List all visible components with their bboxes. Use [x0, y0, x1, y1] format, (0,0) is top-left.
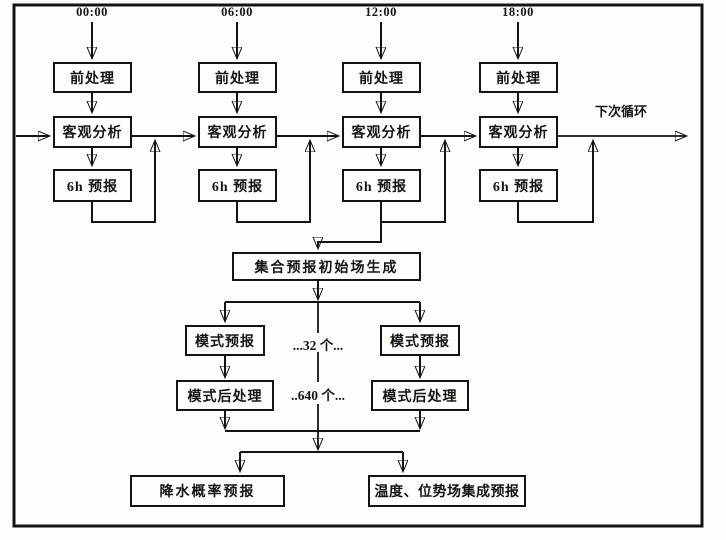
loop-fcst-to-chain-1	[91, 141, 155, 223]
fcst6h-box-2: 6h 预报	[198, 169, 277, 202]
fcst6h-box-3: 6h 预报	[342, 169, 421, 202]
model-postprocess-box-right: 模式后处理	[371, 380, 469, 411]
loop-fcst-to-chain-2	[236, 141, 310, 223]
time-label-1: 00:00	[76, 5, 108, 19]
model-postprocess-box-left: 模式后处理	[176, 380, 274, 411]
fcst6h-box-4: 6h 预报	[479, 169, 558, 202]
loop-fcst-to-chain-4	[517, 141, 593, 223]
precip-probability-box: 降水概率预报	[130, 475, 285, 507]
preprocess-box-4: 前处理	[479, 62, 558, 93]
objective-analysis-box-1: 客观分析	[53, 116, 132, 148]
members-count-label: ...32 个...	[292, 338, 344, 353]
arrow-fcst-to-ensemble-init	[318, 222, 382, 248]
model-forecast-box-right: 模式预报	[380, 325, 460, 356]
next-cycle-label: 下次循环	[594, 104, 647, 119]
preprocess-box-2: 前处理	[198, 62, 277, 93]
preprocess-box-3: 前处理	[342, 62, 421, 93]
temp-geopotential-box: 温度、位势场集成预报	[368, 475, 526, 507]
objective-analysis-box-4: 客观分析	[479, 116, 558, 148]
ensemble-init-box: 集合预报初始场生成	[232, 252, 421, 281]
preprocess-box-1: 前处理	[53, 62, 132, 93]
model-forecast-box-left: 模式预报	[185, 325, 265, 356]
objective-analysis-box-3: 客观分析	[342, 116, 421, 148]
time-label-4: 18:00	[502, 5, 534, 19]
objective-analysis-box-2: 客观分析	[198, 116, 277, 148]
time-label-2: 06:00	[221, 5, 253, 19]
time-label-3: 12:00	[365, 5, 397, 19]
loop-fcst-to-chain-3	[380, 141, 445, 223]
diagram-frame	[12, 3, 704, 528]
fcst6h-box-1: 6h 预报	[53, 169, 132, 202]
outputs-count-label: ..640 个...	[291, 388, 345, 403]
